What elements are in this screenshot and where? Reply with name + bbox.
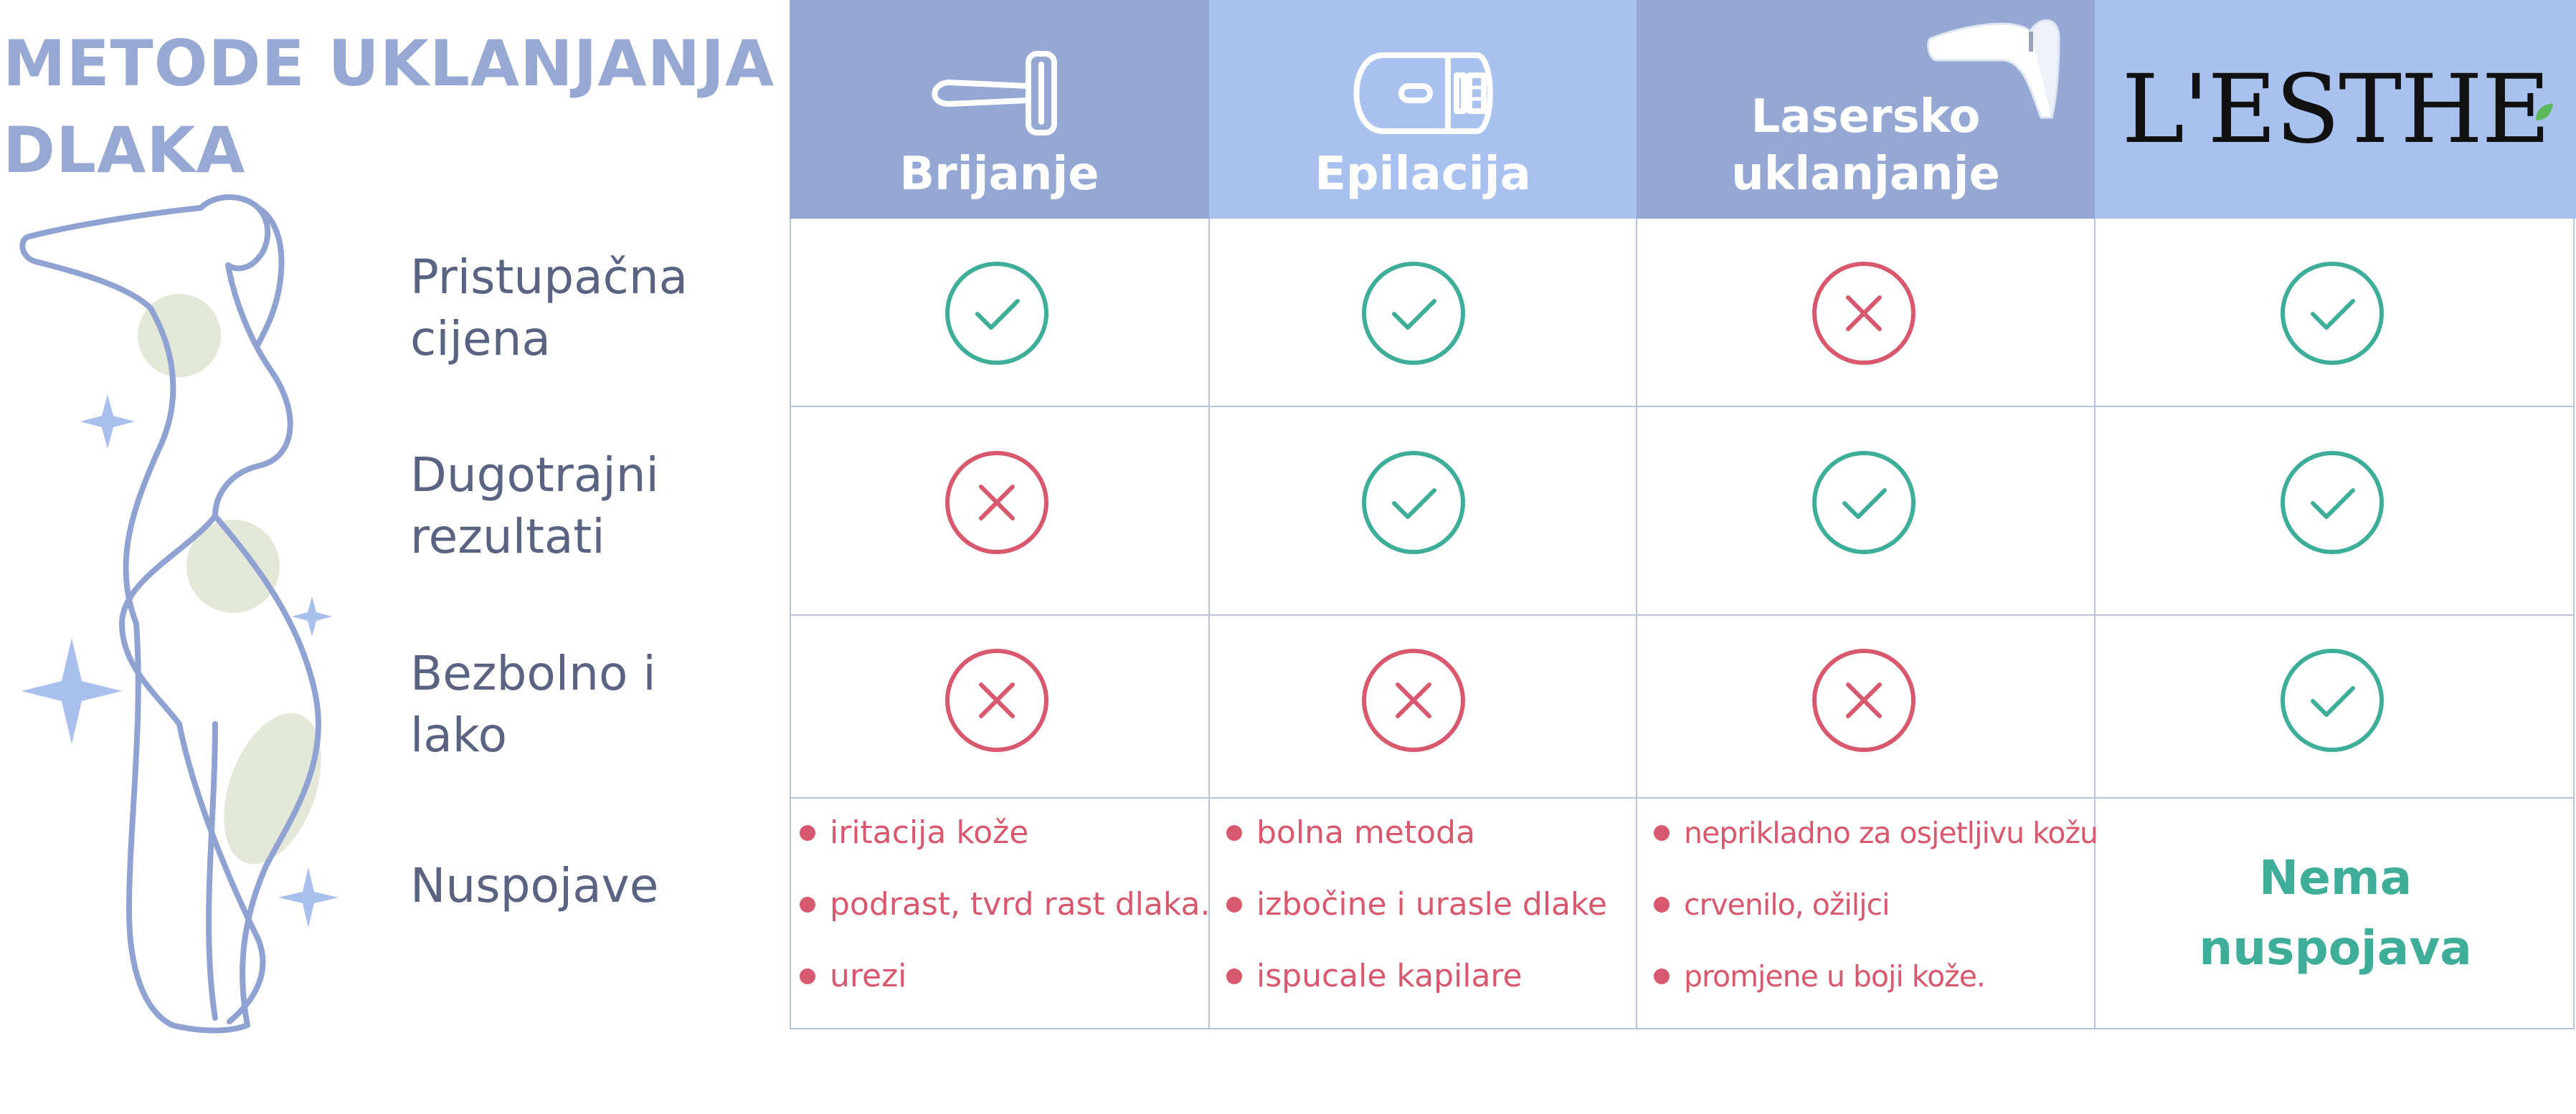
bullet-icon: [800, 825, 815, 841]
list-item: izbočine i urasle dlake: [1226, 869, 1607, 941]
side-effects-laser: neprikladno za osjetljivu kožu crvenilo,…: [1654, 797, 2098, 1012]
check-icon: [945, 262, 1048, 365]
header-laser-label: Lasersko uklanjanje: [1731, 90, 2000, 201]
bullet-icon: [800, 897, 815, 913]
razor-icon: [931, 51, 1057, 135]
side-effects-epilation: bolna metoda izbočine i urasle dlake isp…: [1226, 797, 1607, 1012]
row-label-longevity: Dugotrajni rezultati: [410, 447, 659, 564]
grid-line: [790, 406, 2575, 407]
list-item: bolna metoda: [1226, 797, 1607, 869]
side-effects-shaving: iritacija kože podrast, tvrd rast dlaka.…: [800, 797, 1211, 1012]
no-side-effects-text: Nema nuspojava: [2199, 850, 2472, 976]
grid-line: [1208, 219, 1210, 1029]
epilator-icon: [1353, 52, 1493, 134]
brand-logo: L'ESTHE: [2095, 0, 2576, 219]
list-item: neprikladno za osjetljivu kožu: [1654, 797, 2098, 869]
brand-name: L'ESTHE: [2121, 54, 2550, 165]
header-epilation-label: Epilacija: [1315, 148, 1531, 201]
grid-line: [1636, 219, 1637, 1029]
cross-icon: [1362, 649, 1465, 752]
check-icon: [1362, 451, 1465, 554]
list-item: podrast, tvrd rast dlaka.: [800, 869, 1211, 941]
body-silhouette-illustration: [19, 194, 338, 1034]
check-icon: [2281, 451, 2384, 554]
bikini-spot: [186, 520, 280, 613]
grid-line: [2094, 219, 2096, 1029]
cross-icon: [945, 451, 1048, 554]
row-label-painless: Bezbolno i lako: [410, 646, 656, 763]
grid-line: [790, 614, 2575, 616]
row-label-side-effects: Nuspojave: [410, 858, 659, 913]
underarm-spot: [138, 294, 221, 377]
bullet-icon: [1654, 968, 1670, 984]
bullet-icon: [1654, 897, 1670, 913]
check-icon: [1362, 262, 1465, 365]
grid-line: [790, 1028, 2575, 1029]
check-icon: [2281, 649, 2384, 752]
list-item: urezi: [800, 941, 1211, 1012]
list-item: ispucale kapilare: [1226, 941, 1607, 1012]
list-item: crvenilo, ožiljci: [1654, 869, 2098, 941]
bullet-icon: [1226, 968, 1242, 984]
header-epilation: Epilacija: [1209, 0, 1637, 219]
laser-device-icon: [1927, 19, 2060, 119]
cross-icon: [945, 649, 1048, 752]
cross-icon: [1812, 262, 1916, 365]
grid-line: [790, 219, 791, 1029]
bullet-icon: [800, 968, 815, 984]
grid-line: [790, 797, 2575, 799]
list-item: iritacija kože: [800, 797, 1211, 869]
leg-spot: [224, 713, 321, 865]
header-shaving: Brijanje: [790, 0, 1209, 219]
cross-icon: [1812, 649, 1916, 752]
leaf-icon: [2536, 103, 2553, 120]
grid-line: [2573, 219, 2575, 1029]
row-label-price: Pristupačna cijena: [410, 249, 688, 366]
header-shaving-label: Brijanje: [899, 148, 1099, 201]
page-title: METODE UKLANJANJA DLAKA: [3, 20, 777, 194]
bullet-icon: [1226, 897, 1242, 913]
header-laser: Lasersko uklanjanje: [1637, 0, 2095, 219]
title-line-1: METODE UKLANJANJA: [3, 27, 775, 100]
list-item: promjene u boji kože.: [1654, 941, 2098, 1012]
bullet-icon: [1654, 825, 1670, 841]
bullet-icon: [1226, 825, 1242, 841]
title-line-2: DLAKA: [3, 113, 246, 187]
check-icon: [2281, 262, 2384, 365]
check-icon: [1812, 451, 1916, 554]
